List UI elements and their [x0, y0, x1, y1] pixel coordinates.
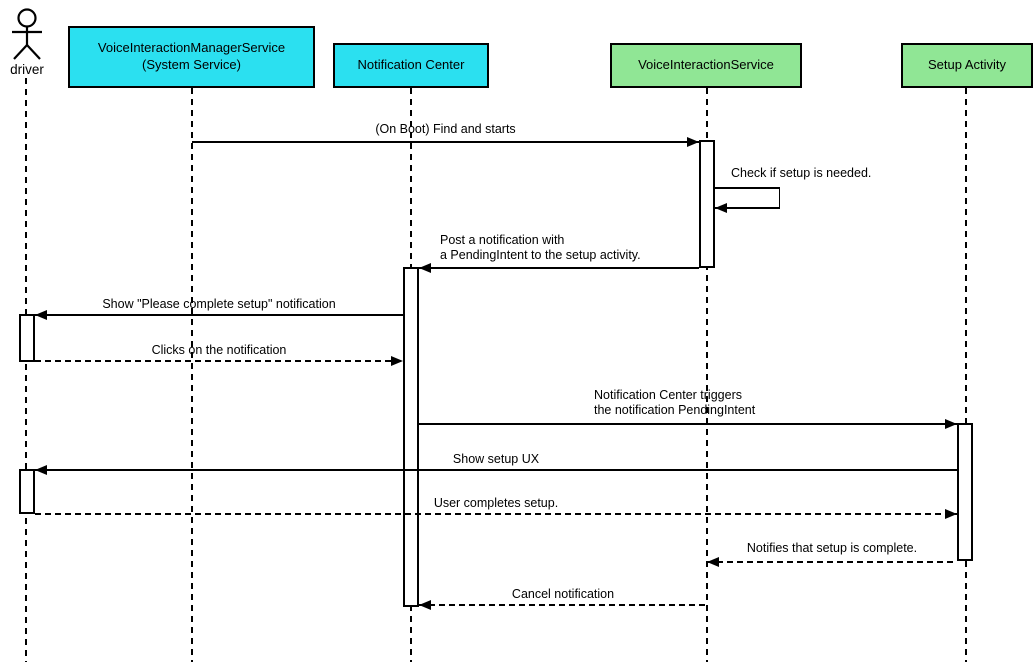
actor-driver-icon: [12, 8, 42, 60]
self-message-line-side: [778, 187, 780, 209]
arrowhead-right-icon: [391, 356, 403, 366]
activation-setup-activity: [957, 423, 973, 561]
message-label: Notification Center triggers the notific…: [594, 388, 756, 417]
message-line: [419, 267, 699, 269]
message-label: (On Boot) Find and starts: [375, 122, 516, 136]
message-line: [35, 314, 403, 316]
message-line: [35, 469, 957, 471]
message-label: User completes setup.: [433, 496, 559, 510]
message-line: [707, 561, 957, 563]
participant-voiceinteractionservice: VoiceInteractionService: [610, 43, 802, 88]
lifeline-setup-activity: [965, 88, 967, 662]
message-label: Notifies that setup is complete.: [746, 541, 918, 555]
arrowhead-right-icon: [945, 509, 957, 519]
arrowhead-left-icon: [35, 310, 47, 320]
message-label: Show setup UX: [452, 452, 540, 466]
lifeline-voiceinteractionmanagerservice: [191, 88, 193, 662]
message-line: [35, 513, 957, 515]
activation-driver-2: [19, 469, 35, 514]
message-line: [35, 360, 403, 362]
arrowhead-left-icon: [419, 600, 431, 610]
arrowhead-left-icon: [35, 465, 47, 475]
activation-voiceinteractionservice: [699, 140, 715, 268]
lifeline-driver: [25, 78, 27, 662]
message-label: Post a notification with a PendingIntent…: [440, 233, 641, 262]
participant-voiceinteractionmanagerservice: VoiceInteractionManagerService (System S…: [68, 26, 315, 88]
participant-notification-center: Notification Center: [333, 43, 489, 88]
lifeline-voiceinteractionservice: [706, 88, 708, 662]
message-label: Cancel notification: [511, 587, 615, 601]
arrowhead-left-icon: [419, 263, 431, 273]
self-message-line-bottom: [715, 207, 780, 209]
message-label: Clicks on the notification: [151, 343, 287, 357]
arrowhead-right-icon: [687, 137, 699, 147]
message-line: [192, 141, 699, 143]
arrowhead-left-icon: [707, 557, 719, 567]
activation-driver-1: [19, 314, 35, 362]
message-label: Check if setup is needed.: [731, 166, 872, 180]
arrowhead-left-icon: [715, 203, 727, 213]
message-line: [419, 423, 957, 425]
self-message-line-top: [715, 187, 780, 189]
message-line: [419, 604, 707, 606]
arrowhead-right-icon: [945, 419, 957, 429]
participant-setup-activity: Setup Activity: [901, 43, 1033, 88]
actor-driver-label: driver: [10, 62, 44, 77]
activation-notification-center: [403, 267, 419, 607]
message-label: Show "Please complete setup" notificatio…: [102, 297, 336, 311]
